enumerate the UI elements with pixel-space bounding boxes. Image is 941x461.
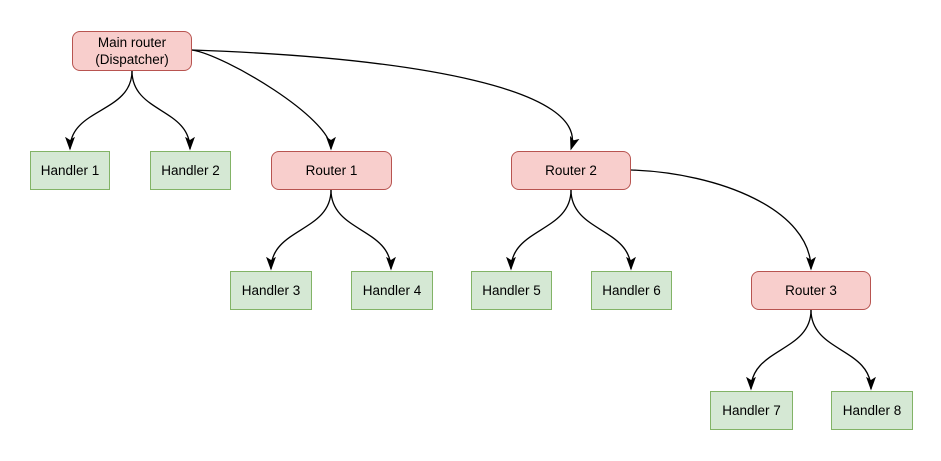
node-handler-3: Handler 3 — [230, 271, 312, 310]
node-handler-2: Handler 2 — [150, 151, 231, 190]
node-handler-8: Handler 8 — [831, 391, 913, 430]
node-handler-5: Handler 5 — [471, 271, 552, 310]
edge-main-router-to-handler-2 — [131, 70, 190, 149]
edge-router-1-to-handler-4 — [330, 189, 391, 269]
edge-main-router-to-router-2 — [191, 49, 572, 149]
edge-router-2-to-handler-5 — [511, 189, 572, 269]
edge-router-3-to-handler-7 — [751, 309, 812, 389]
node-router-2: Router 2 — [511, 151, 631, 190]
edge-router-2-to-router-3 — [630, 169, 811, 269]
node-router-3: Router 3 — [751, 271, 871, 310]
edge-router-3-to-handler-8 — [810, 309, 871, 389]
node-handler-1: Handler 1 — [30, 151, 110, 190]
edge-main-router-to-router-1 — [191, 49, 331, 149]
node-router-1: Router 1 — [271, 151, 392, 190]
edge-router-2-to-handler-6 — [570, 189, 631, 269]
node-handler-4: Handler 4 — [351, 271, 433, 310]
edge-router-1-to-handler-3 — [271, 189, 332, 269]
node-handler-7: Handler 7 — [710, 391, 793, 430]
node-handler-6: Handler 6 — [591, 271, 672, 310]
edge-main-router-to-handler-1 — [70, 70, 133, 149]
node-main-router: Main router (Dispatcher) — [72, 31, 192, 71]
